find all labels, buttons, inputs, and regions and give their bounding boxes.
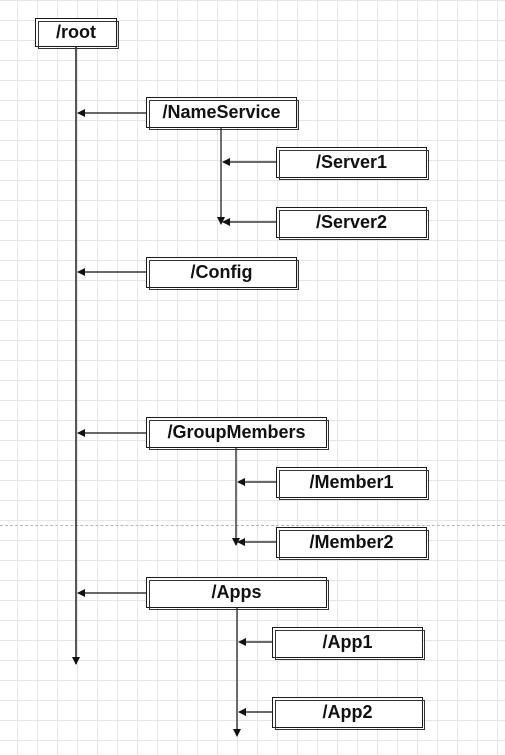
node-config-label: /Config: [190, 262, 253, 282]
node-groupmembers: /GroupMembers: [146, 417, 329, 450]
node-member2: /Member2: [276, 527, 429, 560]
node-apps-label: /Apps: [211, 582, 262, 602]
node-app1: /App1: [272, 627, 425, 660]
node-nameservice-label: /NameService: [162, 102, 281, 122]
node-apps: /Apps: [146, 577, 329, 610]
node-app2-label: /App2: [322, 702, 373, 722]
node-root-label: /root: [56, 22, 96, 42]
node-app1-label: /App1: [322, 632, 373, 652]
node-nameservice: /NameService: [146, 97, 299, 130]
node-member1-label: /Member1: [309, 472, 394, 492]
node-server2-label: /Server2: [315, 212, 388, 232]
page-break-divider: [0, 525, 505, 526]
node-server1: /Server1: [276, 147, 429, 180]
node-app2: /App2: [272, 697, 425, 730]
node-config: /Config: [146, 257, 299, 290]
node-member1: /Member1: [276, 467, 429, 500]
node-groupmembers-label: /GroupMembers: [167, 422, 306, 442]
node-root: /root: [35, 18, 119, 49]
node-member2-label: /Member2: [309, 532, 394, 552]
node-server1-label: /Server1: [315, 152, 388, 172]
node-server2: /Server2: [276, 207, 429, 240]
